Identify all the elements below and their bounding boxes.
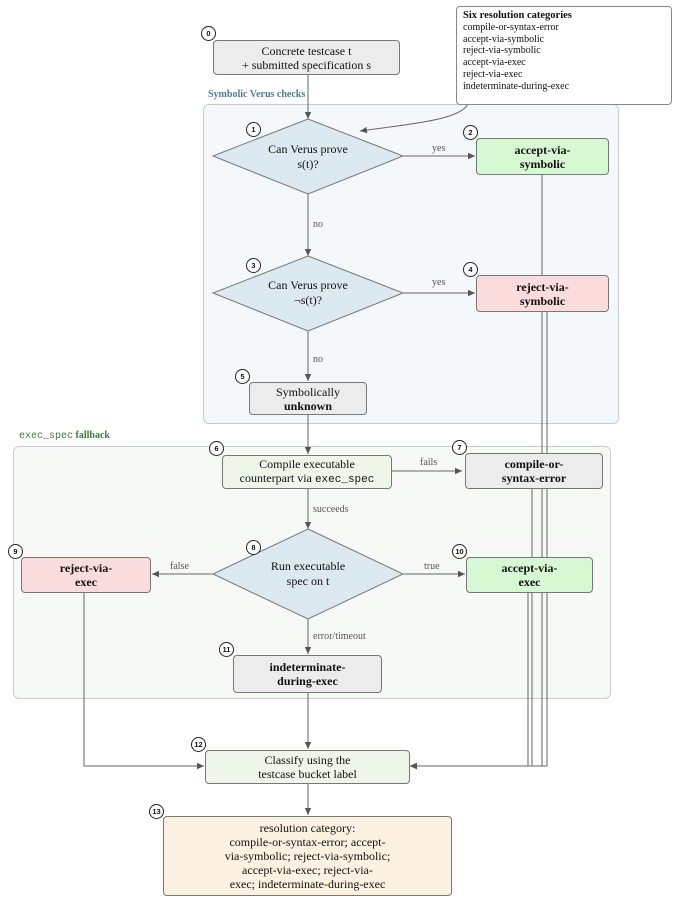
node-6-line2a: counterpart via [239, 471, 315, 485]
resolution-categories-legend: Six resolution categories compile-or-syn… [456, 6, 672, 105]
node-0-line2: + submitted specification s [241, 57, 372, 72]
edge-9-12 [83, 592, 204, 770]
node-13-line: via-symbolic; reject-via-symbolic; [224, 849, 391, 863]
decision-8-diamond [211, 528, 405, 620]
node-13-resolution-category: resolution category: compile-or-syntax-e… [163, 816, 452, 896]
legend-item: accept-via-symbolic [463, 33, 545, 45]
node-2-accept-via-symbolic: accept-via-symbolic [476, 138, 609, 175]
node-13-line: resolution category: [259, 821, 356, 835]
legend-title: Six resolution categories [463, 10, 572, 21]
node-9-reject-via-exec: reject-via-exec [21, 557, 151, 593]
node-5-line2: unknown [283, 398, 333, 413]
decision-1-diamond [211, 118, 405, 195]
edge-label-error-timeout: error/timeout [313, 631, 366, 642]
edge-label-fails: fails [420, 457, 438, 468]
badge-3: 3 [246, 258, 261, 273]
legend-item: accept-via-exec [463, 57, 526, 69]
node-13-line: accept-via-exec; reject-via- [242, 863, 373, 877]
edge-label-false: false [170, 561, 189, 572]
node-8-run-executable-spec: Run executable spec on t [233, 559, 383, 589]
legend-item: indeterminate-during-exec [463, 80, 570, 92]
node-7-line1: compile-or- [504, 457, 564, 471]
node-11-line1: indeterminate- [269, 660, 346, 674]
node-4-reject-via-symbolic: reject-via-symbolic [476, 275, 609, 312]
badge-0: 0 [201, 26, 216, 41]
node-2-line2: symbolic [519, 156, 566, 171]
symbolic-checks-label: Symbolic Verus checks [208, 89, 306, 100]
node-0-concrete-testcase: Concrete testcase t+ submitted specifica… [213, 40, 400, 75]
node-3-can-prove-not-s: Can Verus prove ¬s(t)? [233, 278, 383, 308]
badge-4: 4 [463, 262, 478, 277]
badge-12: 12 [191, 737, 206, 752]
badge-10: 10 [452, 544, 467, 559]
node-1-line1: Can Verus prove [268, 142, 348, 156]
node-10-line1: accept-via- [501, 561, 558, 575]
node-4-line1: reject-via- [516, 279, 569, 294]
node-7-line2: syntax-error [501, 471, 567, 485]
node-3-line2: ¬s(t)? [293, 293, 323, 307]
node-2-line1: accept-via- [514, 142, 571, 157]
badge-2: 2 [463, 125, 478, 140]
edge-10-12 [410, 592, 529, 770]
edge-label-no-3: no [313, 354, 323, 365]
edge-label-yes-3: yes [432, 277, 446, 288]
node-13-line: exec; indeterminate-during-exec [229, 877, 386, 891]
edge-4-12 [410, 311, 548, 770]
legend-item: reject-via-symbolic [463, 45, 541, 57]
node-13-line: compile-or-syntax-error; accept- [229, 835, 386, 849]
node-9-line1: reject-via- [59, 561, 113, 575]
node-10-accept-via-exec: accept-via-exec [466, 557, 593, 593]
edge-label-no-1: no [313, 219, 323, 230]
node-12-line1: Classify using the [264, 753, 351, 767]
edge-7-12 [410, 488, 533, 770]
badge-1: 1 [246, 122, 261, 137]
node-10-line2: exec [518, 575, 541, 589]
node-0-line1: Concrete testcase t [261, 43, 352, 58]
node-1-can-prove-s: Can Verus prove s(t)? [233, 142, 383, 172]
badge-5: 5 [235, 369, 250, 384]
node-6-line2b: exec_spec [314, 474, 375, 486]
node-5-line1: Symbolically [276, 384, 340, 399]
node-11-indeterminate-during-exec: indeterminate-during-exec [233, 655, 382, 693]
legend-item: compile-or-syntax-error [463, 21, 559, 33]
edge-label-true: true [424, 561, 440, 572]
node-8-line1: Run executable [270, 559, 346, 573]
node-7-compile-or-syntax-error: compile-or-syntax-error [465, 453, 603, 489]
node-9-line2: exec [75, 575, 97, 589]
legend-pointer [359, 103, 469, 134]
legend-item: reject-via-exec [463, 68, 523, 80]
badge-13: 13 [149, 804, 164, 819]
edge-label-yes-1: yes [432, 143, 446, 154]
badge-6: 6 [209, 441, 224, 456]
node-6-line1: Compile executable [259, 457, 355, 471]
node-8-line2: spec on t [286, 574, 330, 588]
exec-spec-fallback-label: exec_spec fallback [19, 430, 110, 442]
node-11-line2: during-exec [277, 674, 338, 688]
node-1-line2: s(t)? [297, 157, 319, 171]
badge-8: 8 [246, 540, 261, 555]
node-12-line2: testcase bucket label [258, 767, 357, 781]
exec-spec-code: exec_spec [19, 431, 74, 442]
fallback-word: fallback [73, 430, 110, 441]
node-4-line2: symbolic [519, 293, 566, 308]
badge-7: 7 [452, 440, 467, 455]
node-3-line1: Can Verus prove [268, 278, 348, 292]
decision-3-diamond [211, 255, 405, 332]
badge-11: 11 [219, 642, 234, 657]
badge-9: 9 [8, 544, 23, 559]
edge-label-succeeds: succeeds [313, 504, 349, 515]
